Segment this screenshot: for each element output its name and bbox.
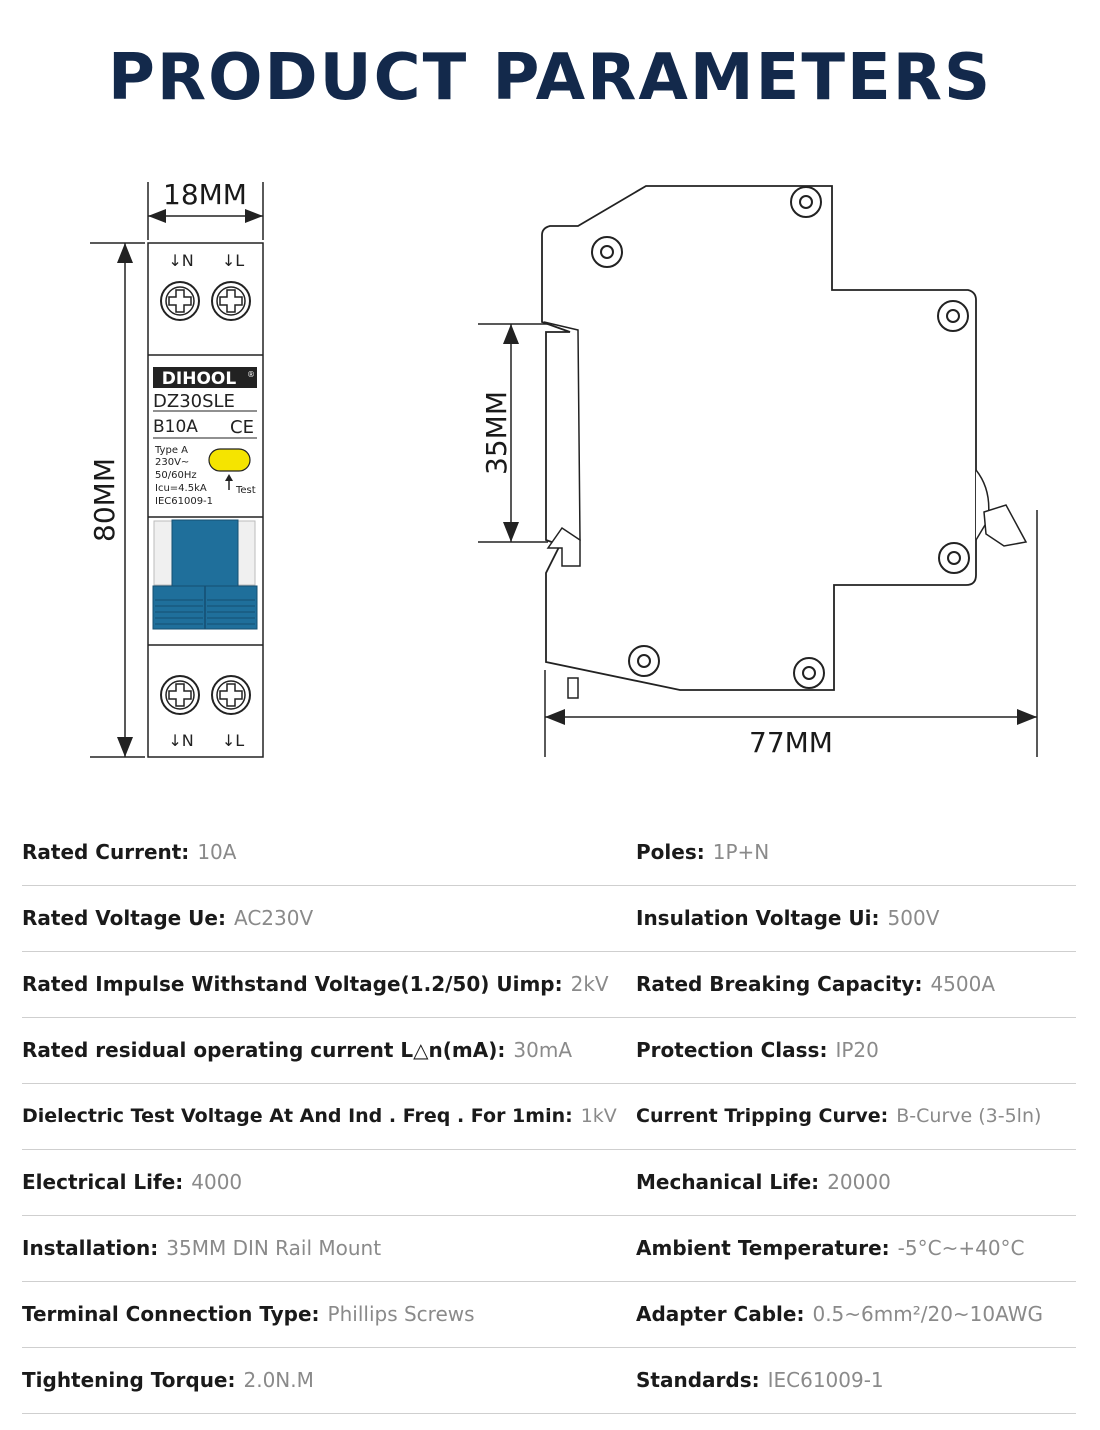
rail-label: 35MM <box>480 391 513 475</box>
spec-value: IEC61009-1 <box>767 1368 884 1392</box>
spec-value: 20000 <box>827 1170 891 1194</box>
breaker-side-body <box>541 185 977 691</box>
spec-row: Rated residual operating current L△n(mA)… <box>22 1018 1076 1084</box>
spec-label: Mechanical Life: <box>636 1170 820 1194</box>
spec-label: Terminal Connection Type: <box>22 1302 320 1326</box>
spec-line: Type A <box>154 445 188 456</box>
model-number: DZ30SLE <box>153 391 235 412</box>
height-label: 80MM <box>88 458 121 542</box>
dimension-drawing: 18MM 80MM ↓N ↓L DIHOOL ® DZ30SLE B10A CE… <box>88 178 1038 759</box>
spec-value: 4000 <box>191 1170 243 1194</box>
terminal-top-n-label: ↓N <box>168 251 193 270</box>
spec-line: 50/60Hz <box>155 470 197 481</box>
terminal-top-l-label: ↓L <box>222 251 244 270</box>
spec-row: Installation: 35MM DIN Rail Mount Ambient… <box>22 1216 1076 1282</box>
spec-item: Adapter Cable: 0.5~6mm²/20~10AWG <box>636 1299 1043 1329</box>
spec-value: 2.0N.M <box>243 1368 314 1392</box>
terminal-bottom-n-label: ↓N <box>168 731 193 750</box>
spec-value: AC230V <box>233 906 314 930</box>
spec-item: Rated Impulse Withstand Voltage(1.2/50) … <box>22 969 609 999</box>
spec-value: 4500A <box>930 972 996 996</box>
spec-item: Installation: 35MM DIN Rail Mount <box>22 1233 381 1263</box>
spec-item: Ambient Temperature: -5°C~+40°C <box>636 1233 1025 1263</box>
spec-value: -5°C~+40°C <box>897 1236 1025 1260</box>
spec-item: Dielectric Test Voltage At And Ind . Fre… <box>22 1101 617 1131</box>
spec-row: Dielectric Test Voltage At And Ind . Fre… <box>22 1084 1076 1150</box>
spec-value: 10A <box>197 840 237 864</box>
spec-item: Poles: 1P+N <box>636 837 769 867</box>
test-label: Test <box>235 485 256 496</box>
spec-item: Rated residual operating current L△n(mA)… <box>22 1035 572 1065</box>
depth-label: 77MM <box>749 726 833 759</box>
spec-line: IEC61009-1 <box>155 496 213 507</box>
ce-mark-icon: CE <box>230 417 254 438</box>
spec-value: 0.5~6mm²/20~10AWG <box>812 1302 1043 1326</box>
side-view: 35MM 77MM <box>478 185 1038 759</box>
spec-label: Protection Class: <box>636 1038 828 1062</box>
spec-item: Mechanical Life: 20000 <box>636 1167 891 1197</box>
spec-label: Rated Impulse Withstand Voltage(1.2/50) … <box>22 972 563 996</box>
spec-value: Phillips Screws <box>327 1302 475 1326</box>
spec-label: Insulation Voltage Ui: <box>636 906 880 930</box>
spec-label: Dielectric Test Voltage At And Ind . Fre… <box>22 1105 573 1127</box>
spec-row: Rated Current: 10A Poles: 1P+N <box>22 820 1076 886</box>
spec-item: Rated Current: 10A <box>22 837 236 867</box>
spec-line: Icu=4.5kA <box>155 483 207 494</box>
width-label: 18MM <box>163 178 247 211</box>
page-title: PRODUCT PARAMETERS <box>107 41 993 115</box>
breaker-front-body <box>147 242 264 758</box>
spec-value: B-Curve (3-5ln) <box>896 1105 1042 1127</box>
spec-label: Rated residual operating current L△n(mA)… <box>22 1038 506 1062</box>
spec-label: Rated Voltage Ue: <box>22 906 226 930</box>
terminal-bottom-l-label: ↓L <box>222 731 244 750</box>
spec-label: Rated Current: <box>22 840 190 864</box>
spec-item: Tightening Torque: 2.0N.M <box>22 1365 314 1395</box>
spec-value: 35MM DIN Rail Mount <box>166 1236 382 1260</box>
spec-row: Terminal Connection Type: Phillips Screws… <box>22 1282 1076 1348</box>
spec-row: Rated Impulse Withstand Voltage(1.2/50) … <box>22 952 1076 1018</box>
spec-value: 500V <box>887 906 940 930</box>
spec-row: Electrical Life: 4000 Mechanical Life: 200… <box>22 1150 1076 1216</box>
spec-item: Current Tripping Curve: B-Curve (3-5ln) <box>636 1101 1041 1131</box>
registered-mark: ® <box>247 370 255 379</box>
spec-label: Tightening Torque: <box>22 1368 236 1392</box>
spec-label: Electrical Life: <box>22 1170 184 1194</box>
brand-plate <box>153 367 257 388</box>
spec-item: Rated Breaking Capacity: 4500A <box>636 969 995 999</box>
spec-label: Installation: <box>22 1236 159 1260</box>
spec-value: 1P+N <box>712 840 770 864</box>
spec-row: Tightening Torque: 2.0N.M Standards: IEC61… <box>22 1348 1076 1414</box>
spec-label: Standards: <box>636 1368 760 1392</box>
spec-value: 1kV <box>580 1105 617 1127</box>
toggle-lever <box>171 519 239 587</box>
front-view: 18MM 80MM ↓N ↓L DIHOOL ® DZ30SLE B10A CE… <box>88 178 264 758</box>
spec-value: IP20 <box>835 1038 879 1062</box>
spec-label: Ambient Temperature: <box>636 1236 890 1260</box>
test-button <box>208 448 251 472</box>
spec-label: Poles: <box>636 840 705 864</box>
spec-row: Rated Voltage Ue: AC230V Insulation Volta… <box>22 886 1076 952</box>
spec-item: Terminal Connection Type: Phillips Screws <box>22 1299 475 1329</box>
spec-item: Standards: IEC61009-1 <box>636 1365 884 1395</box>
current-rating: B10A <box>153 417 198 437</box>
spec-item: Electrical Life: 4000 <box>22 1167 242 1197</box>
spec-label: Current Tripping Curve: <box>636 1105 889 1127</box>
specs-table: Rated Current: 10A Poles: 1P+N Rated Volta… <box>22 820 1076 1414</box>
spec-line: 230V~ <box>155 457 189 468</box>
spec-label: Adapter Cable: <box>636 1302 805 1326</box>
spec-value: 2kV <box>570 972 609 996</box>
spec-item: Rated Voltage Ue: AC230V <box>22 903 313 933</box>
brand-name: DIHOOL <box>162 369 237 389</box>
spec-label: Rated Breaking Capacity: <box>636 972 923 996</box>
spec-value: 30mA <box>513 1038 573 1062</box>
spec-item: Insulation Voltage Ui: 500V <box>636 903 939 933</box>
side-lever <box>983 504 1028 547</box>
spec-item: Protection Class: IP20 <box>636 1035 879 1065</box>
